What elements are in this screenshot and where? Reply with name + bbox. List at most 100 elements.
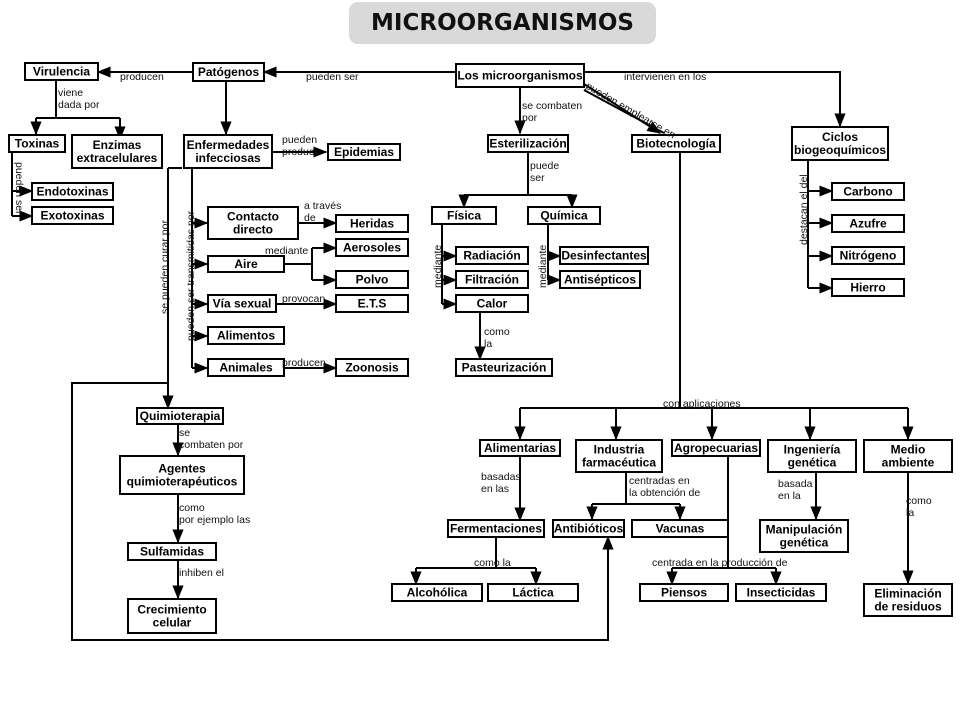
connector-line (36, 80, 120, 119)
node-label: Sulfamidas (140, 545, 204, 559)
link-label: centrada en la producción de (652, 557, 788, 569)
node-label: Antisépticos (564, 273, 636, 287)
node-carbono: Carbono (831, 182, 905, 201)
node-label: Heridas (350, 217, 394, 231)
link-label: se pueden curar por (159, 220, 171, 314)
link-label: con aplicaciones (663, 398, 741, 410)
node-virulencia: Virulencia (24, 62, 99, 81)
node-label: Los microorganismos (457, 69, 583, 83)
node-vacunas: Vacunas (631, 519, 729, 538)
node-desinfectantes: Desinfectantes (559, 246, 649, 265)
node-quimioterapia: Quimioterapia (136, 407, 224, 425)
link-label: producen (120, 71, 164, 83)
node-label: Industria (594, 443, 645, 457)
link-label: producir (282, 146, 320, 158)
node-radiacion: Radiación (455, 246, 529, 265)
node-antibioticos: Antibióticos (552, 519, 625, 538)
node-label: Nitrógeno (840, 249, 897, 263)
link-label: la (484, 338, 492, 350)
node-label: Vía sexual (213, 297, 272, 311)
node-via-sexual: Vía sexual (207, 294, 277, 313)
node-label: Agropecuarias (674, 441, 758, 455)
node-label: Alimentarias (484, 441, 556, 455)
link-label: viene (58, 87, 83, 99)
link-label: pueden (282, 134, 317, 146)
node-label: E.T.S (358, 297, 387, 311)
node-azufre: Azufre (831, 214, 905, 233)
link-label: puede (530, 160, 559, 172)
node-label: Contacto (227, 210, 279, 224)
link-label: provocan (282, 293, 325, 305)
node-label: Manipulación (766, 523, 843, 537)
node-animales: Animales (207, 358, 285, 377)
connector-line (520, 152, 908, 409)
node-nitrogeno: Nitrógeno (831, 246, 905, 265)
node-label: genética (780, 536, 829, 550)
node-aire: Aire (207, 255, 285, 273)
connector-line (71, 168, 614, 641)
connector-line (672, 456, 776, 569)
node-filtracion: Filtración (455, 270, 529, 289)
node-biotecnologia: Biotecnología (631, 134, 721, 153)
link-label: mediante (537, 245, 549, 288)
node-toxinas: Toxinas (8, 134, 66, 153)
node-agropecuarias: Agropecuarias (671, 439, 761, 457)
link-label: pueden emplearse en (584, 80, 678, 141)
node-label: Azufre (849, 217, 887, 231)
node-label: Física (447, 209, 481, 223)
node-label: extracelulares (77, 151, 158, 165)
node-insecticidas: Insecticidas (735, 583, 827, 602)
node-label: Radiación (463, 249, 520, 263)
node-label: Carbono (843, 185, 892, 199)
node-label: Química (540, 209, 588, 223)
node-polvo: Polvo (335, 270, 409, 289)
node-label: celular (153, 616, 192, 630)
node-label: Polvo (356, 273, 389, 287)
node-antisepticos: Antisépticos (559, 270, 641, 289)
node-fisica: Física (431, 206, 497, 225)
node-exotoxinas: Exotoxinas (31, 206, 114, 225)
node-label: Epidemias (334, 145, 394, 159)
node-label: genética (788, 456, 837, 470)
node-label: Vacunas (656, 522, 705, 536)
node-hierro: Hierro (831, 278, 905, 297)
node-label: Fermentaciones (450, 522, 542, 536)
node-label: Zoonosis (345, 361, 399, 375)
link-label: como (906, 495, 932, 507)
node-label: Aire (234, 257, 258, 271)
node-label: quimioterapéuticos (127, 475, 238, 489)
link-label: pueden ser (13, 162, 25, 215)
node-quimica: Química (527, 206, 601, 225)
link-label: combaten por (179, 439, 244, 451)
node-label: Antibióticos (554, 522, 624, 536)
connector-line (284, 248, 313, 280)
node-label: Exotoxinas (40, 209, 104, 223)
node-epidemias: Epidemias (327, 143, 401, 161)
node-alimentarias: Alimentarias (479, 439, 561, 457)
node-esterilizacion: Esterilización (487, 134, 569, 153)
node-lactica: Láctica (487, 583, 579, 602)
link-label: mediante (432, 245, 444, 288)
node-label: Crecimiento (137, 603, 206, 617)
node-label: Alcohólica (407, 586, 468, 600)
connector-line (441, 224, 456, 304)
link-label: por (522, 112, 538, 124)
connector-line (583, 89, 665, 134)
node-label: biogeoquímicos (794, 143, 886, 157)
node-endotoxinas: Endotoxinas (31, 182, 114, 201)
link-label: como (484, 326, 510, 338)
link-label: como (179, 502, 205, 514)
node-patogenos: Patógenos (192, 62, 265, 82)
link-label: inhiben el (179, 567, 224, 579)
node-microorganismos: Los microorganismos (455, 63, 585, 88)
link-label: la obtención de (629, 487, 700, 499)
link-label: dada por (58, 99, 100, 111)
link-label: por ejemplo las (179, 514, 250, 526)
